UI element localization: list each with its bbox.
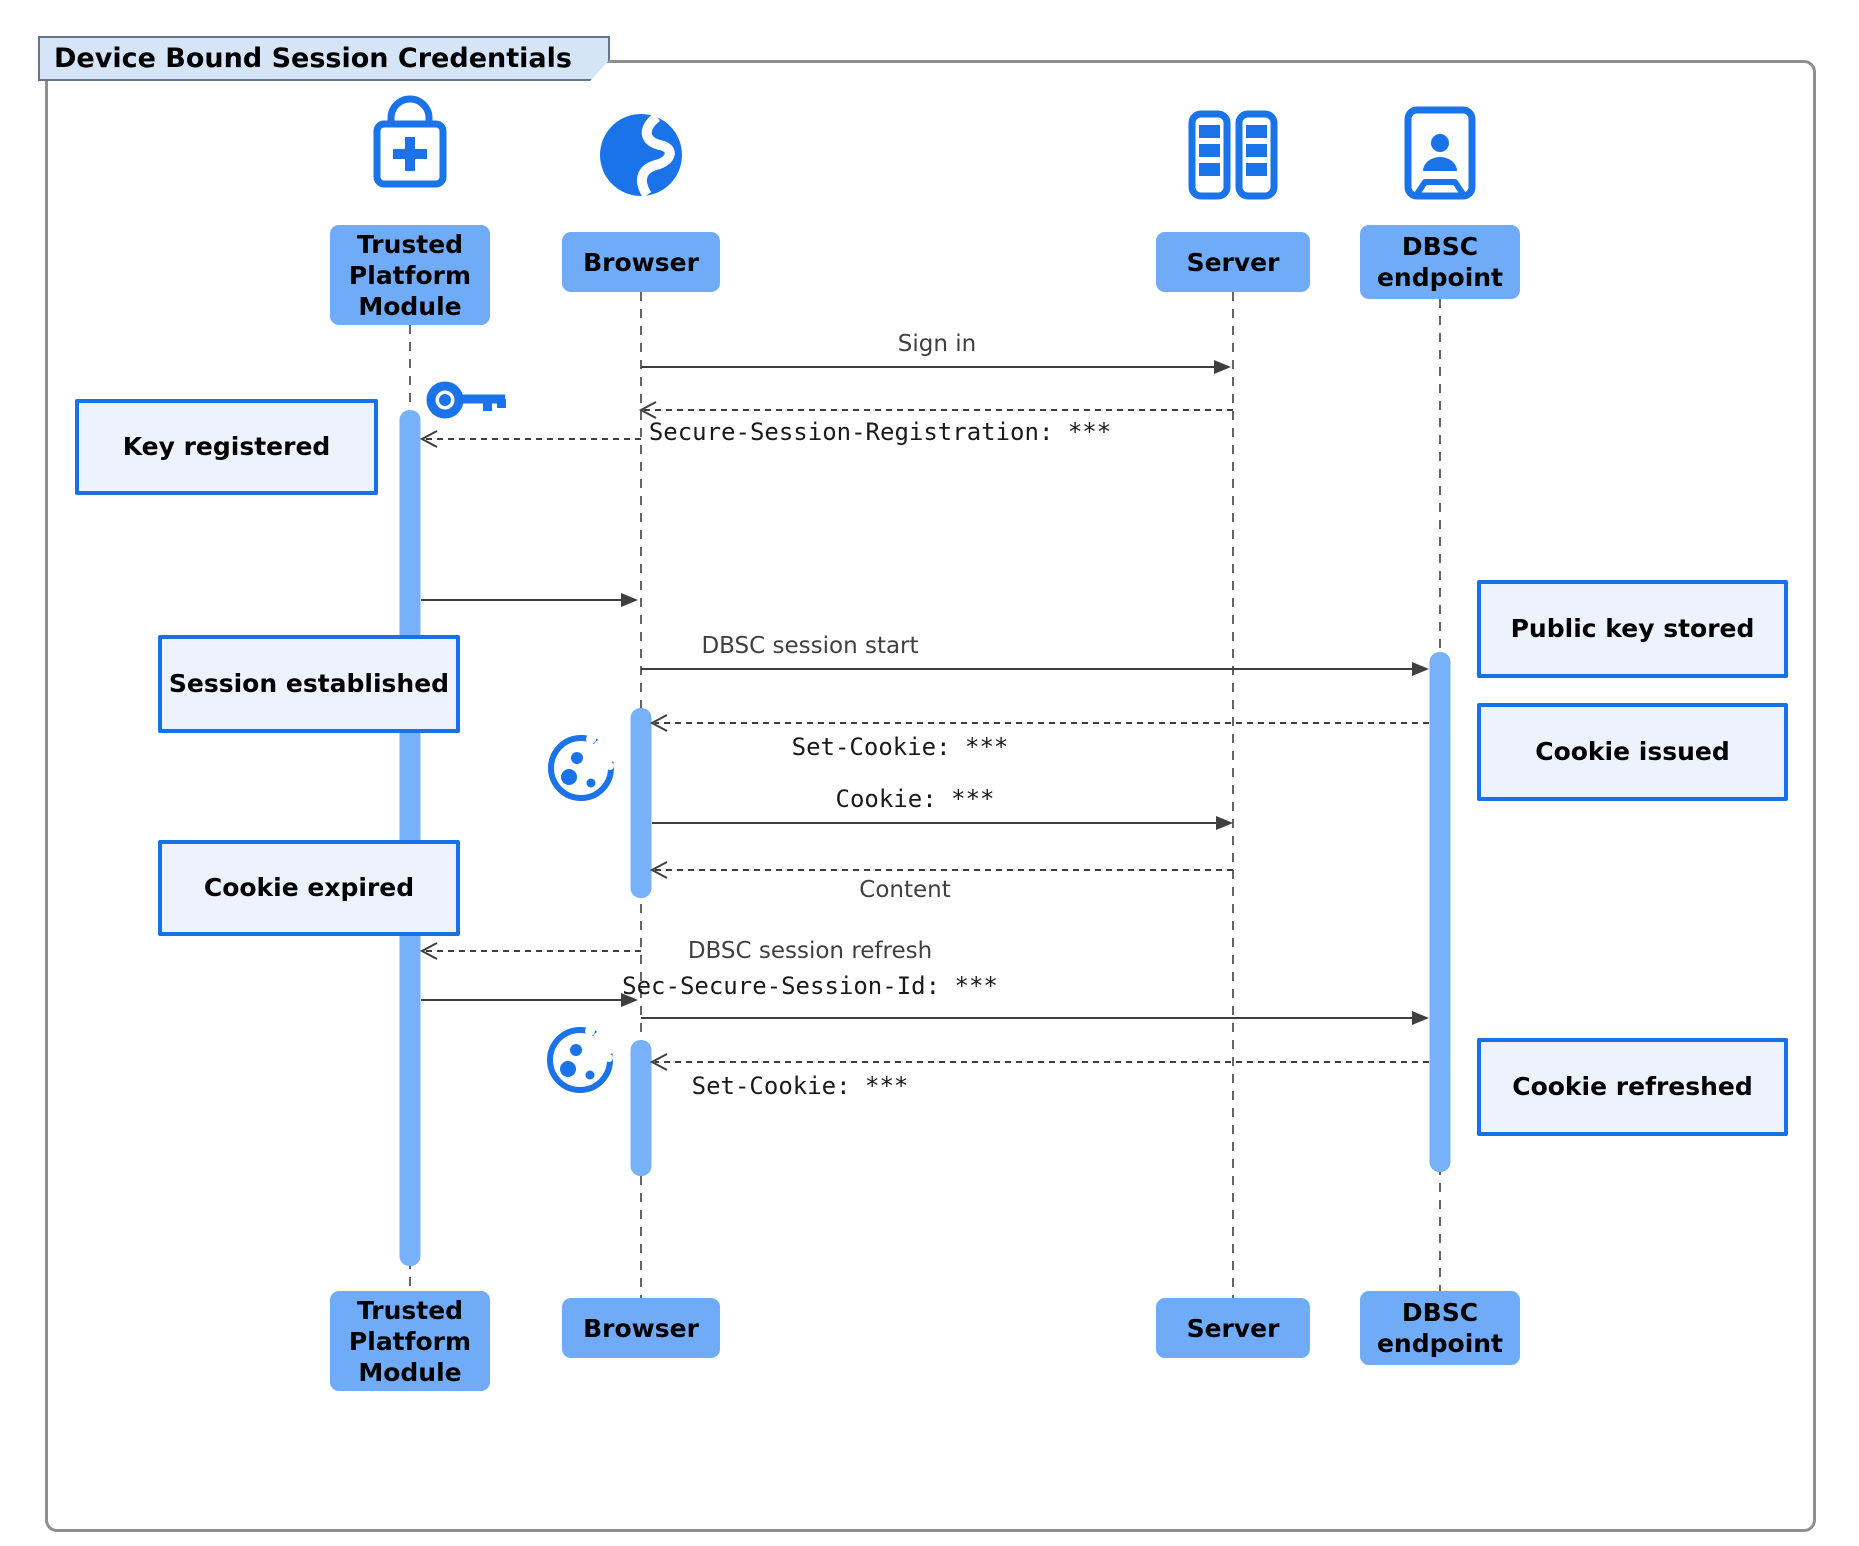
arrow-dbsc-session-refresh bbox=[641, 1011, 1429, 1025]
message-label-sign-in: Sign in bbox=[897, 331, 977, 357]
message-arrows bbox=[419, 360, 1429, 1071]
message-label-cookie: Cookie: *** bbox=[835, 785, 995, 813]
arrow-set-cookie-1 bbox=[649, 714, 1429, 732]
activation-bars bbox=[399, 410, 1451, 1266]
badge-person-icon bbox=[1404, 106, 1476, 200]
server-racks-icon bbox=[1188, 110, 1278, 200]
arrow-dbsc-session-start bbox=[641, 662, 1429, 676]
note-cookie-refreshed: Cookie refreshed bbox=[1477, 1038, 1788, 1136]
cookie-icon bbox=[548, 734, 618, 801]
message-label-set-cookie-2: Set-Cookie: *** bbox=[691, 1072, 909, 1100]
message-label-content: Content bbox=[859, 877, 951, 903]
actor-label-tpm-top: Trusted Platform Module bbox=[330, 225, 490, 325]
key-icon bbox=[426, 381, 506, 419]
actor-label-browser-top: Browser bbox=[562, 232, 720, 292]
actor-label-browser-bottom: Browser bbox=[562, 1298, 720, 1358]
arrow-tpm-to-browser-refresh bbox=[421, 993, 638, 1007]
note-public-key-stored: Public key stored bbox=[1477, 580, 1788, 678]
actor-label-server-top: Server bbox=[1156, 232, 1310, 292]
actor-label-tpm-bottom: Trusted Platform Module bbox=[330, 1291, 490, 1391]
message-label-sec-secure-session-id: Sec-Secure-Session-Id: *** bbox=[622, 972, 998, 1000]
arrow-tpm-to-browser-key bbox=[421, 593, 638, 607]
arrow-browser-to-tpm-expired bbox=[419, 942, 641, 960]
arrow-browser-to-tpm-register bbox=[419, 430, 641, 448]
message-label-dbsc-session-start: DBSC session start bbox=[701, 633, 919, 659]
message-label-dbsc-session-refresh: DBSC session refresh bbox=[687, 938, 933, 964]
activation-bar-dbsc bbox=[1429, 652, 1451, 1172]
actor-label-dbsc-top: DBSC endpoint bbox=[1360, 225, 1520, 299]
arrow-cookie bbox=[652, 816, 1233, 830]
message-label-secure-session-registration: Secure-Session-Registration: *** bbox=[648, 418, 1112, 446]
arrow-content bbox=[649, 861, 1233, 879]
activation-bar-tpm bbox=[399, 410, 421, 1266]
actor-label-dbsc-bottom: DBSC endpoint bbox=[1360, 1291, 1520, 1365]
arrow-sign-in bbox=[641, 360, 1231, 374]
actor-label-server-bottom: Server bbox=[1156, 1298, 1310, 1358]
note-cookie-expired: Cookie expired bbox=[158, 840, 460, 936]
note-session-established: Session established bbox=[158, 635, 460, 733]
diagram-frame bbox=[45, 60, 1816, 1532]
cookie-icon bbox=[547, 1026, 617, 1093]
activation-bar-browser-1 bbox=[630, 708, 652, 898]
arrow-secure-session-registration bbox=[638, 401, 1233, 419]
lock-plus-icon bbox=[373, 95, 447, 188]
message-label-set-cookie-1: Set-Cookie: *** bbox=[791, 733, 1009, 761]
globe-icon bbox=[600, 113, 682, 198]
activation-bar-browser-2 bbox=[630, 1040, 652, 1176]
note-key-registered: Key registered bbox=[75, 399, 378, 495]
note-cookie-issued: Cookie issued bbox=[1477, 703, 1788, 801]
arrow-set-cookie-2 bbox=[649, 1053, 1429, 1071]
